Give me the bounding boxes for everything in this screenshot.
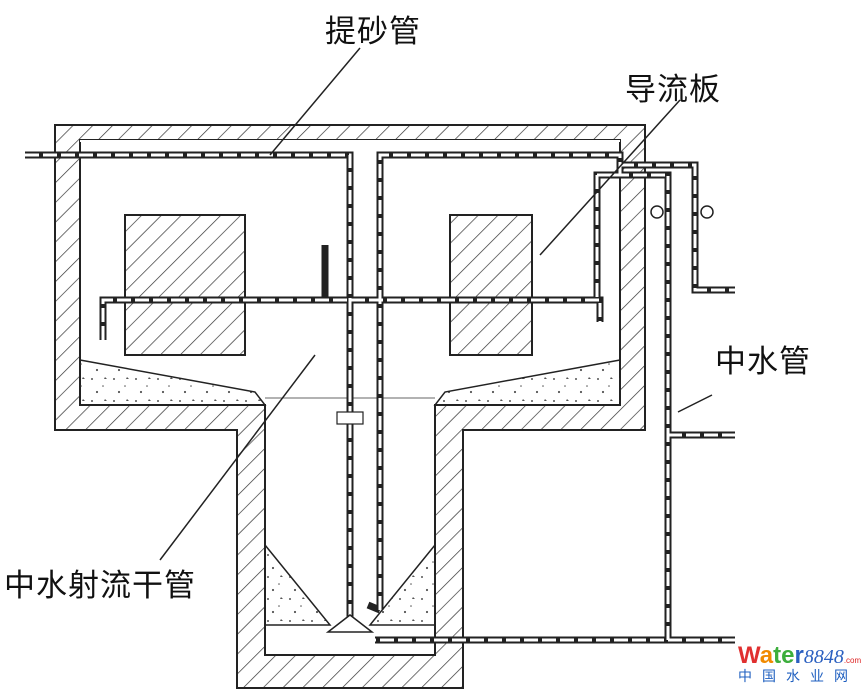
nozzle: [325, 614, 375, 633]
left-baffle: [124, 214, 246, 356]
right-baffle: [449, 214, 533, 356]
reclaimed-water-pipe: [375, 171, 672, 644]
pressure-gauge-icon: [700, 205, 714, 219]
leader-lines: [159, 47, 713, 561]
label-baffle: 导流板: [625, 72, 721, 108]
label-reclaimed-water-pipe: 中水管: [715, 344, 811, 380]
left-slope-fill: [79, 359, 267, 406]
right-slope-fill: [433, 359, 621, 406]
watermark-logo: Water8848.com 中国水业网: [738, 642, 862, 684]
right-hopper-fill: [368, 542, 436, 626]
pressure-gauge-icon: [650, 205, 664, 219]
label-sand-pipe: 提砂管: [325, 14, 421, 50]
left-hopper-fill: [264, 542, 332, 626]
label-jet-main-pipe: 中水射流干管: [4, 568, 196, 604]
